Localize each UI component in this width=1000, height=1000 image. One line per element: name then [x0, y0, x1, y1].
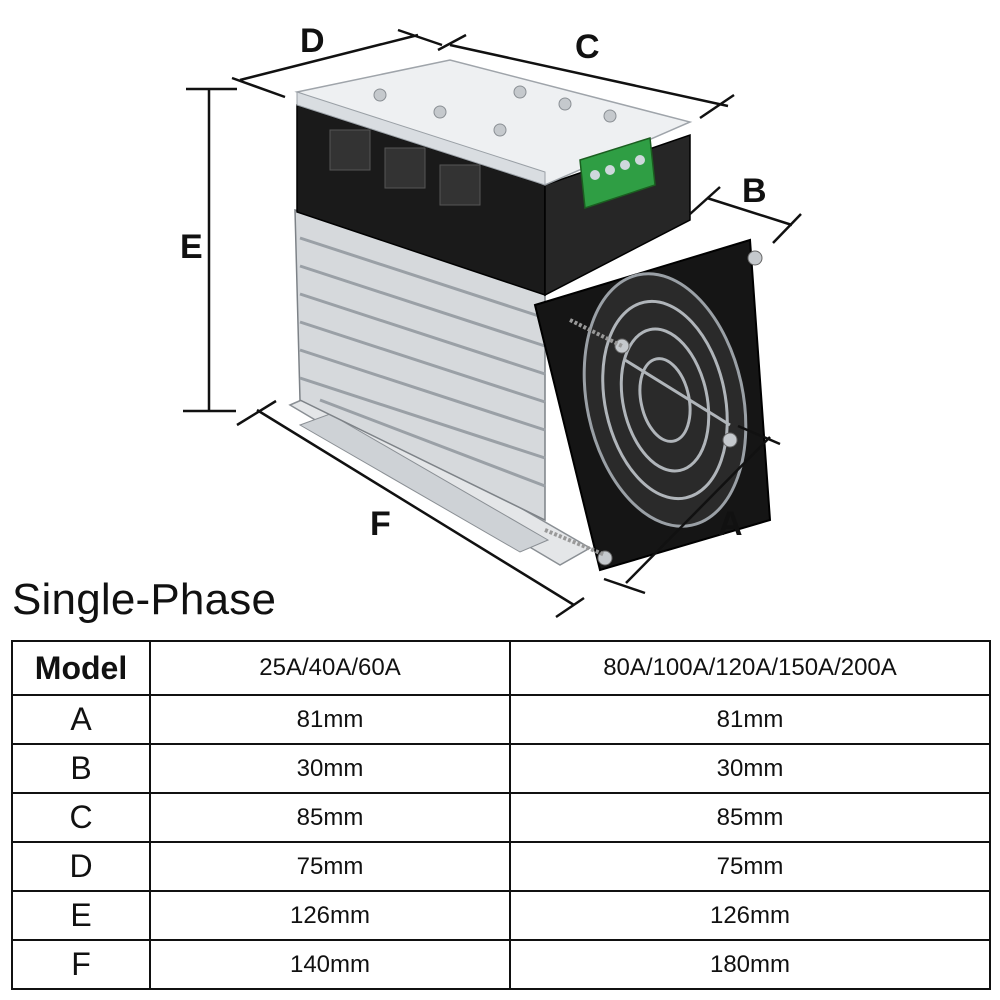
table-cell-dimension: B — [11, 743, 151, 794]
table-cell-value: 30mm — [149, 743, 511, 794]
table-cell-value: 75mm — [509, 841, 991, 892]
dimension-label-d: D — [300, 22, 325, 60]
table-cell-dimension: F — [11, 939, 151, 990]
table-cell-dimension: E — [11, 890, 151, 941]
table-row: E 126mm 126mm — [11, 890, 991, 941]
table-row: D 75mm 75mm — [11, 841, 991, 892]
table-cell-value: 75mm — [149, 841, 511, 892]
dimension-spec-table: Model 25A/40A/60A 80A/100A/120A/150A/200… — [11, 640, 991, 990]
relay-top-cover — [294, 59, 693, 186]
section-title: Single-Phase — [12, 575, 277, 624]
table-cell-value: 30mm — [509, 743, 991, 794]
table-cell-value: 180mm — [509, 939, 991, 990]
dimension-label-a: A — [718, 505, 743, 543]
table-cell-dimension: D — [11, 841, 151, 892]
table-cell-value: 126mm — [509, 890, 991, 941]
cooling-fan — [533, 238, 772, 572]
relay-dimension-illustration: D C B E F A — [180, 22, 802, 619]
table-header-model-group-1: 25A/40A/60A — [149, 640, 511, 696]
table-header-model: Model — [11, 640, 151, 696]
dimension-label-e: E — [180, 228, 203, 266]
table-header-model-group-2: 80A/100A/120A/150A/200A — [509, 640, 991, 696]
table-row: F 140mm 180mm — [11, 939, 991, 990]
solid-state-relay-image — [288, 59, 772, 572]
table-row: B 30mm 30mm — [11, 743, 991, 794]
table-cell-dimension: C — [11, 792, 151, 843]
table-cell-value: 81mm — [149, 694, 511, 745]
dimension-label-f: F — [370, 505, 391, 543]
table-cell-value: 85mm — [509, 792, 991, 843]
table-cell-value: 85mm — [149, 792, 511, 843]
dimension-label-b: B — [742, 172, 767, 210]
dimension-label-c: C — [575, 28, 600, 66]
table-row: A 81mm 81mm — [11, 694, 991, 745]
table-cell-dimension: A — [11, 694, 151, 745]
dimension-lines — [183, 28, 802, 619]
terminal-block — [579, 137, 656, 210]
table-cell-value: 81mm — [509, 694, 991, 745]
table-cell-value: 140mm — [149, 939, 511, 990]
table-cell-value: 126mm — [149, 890, 511, 941]
table-row: C 85mm 85mm — [11, 792, 991, 843]
table-header-row: Model 25A/40A/60A 80A/100A/120A/150A/200… — [11, 640, 991, 696]
